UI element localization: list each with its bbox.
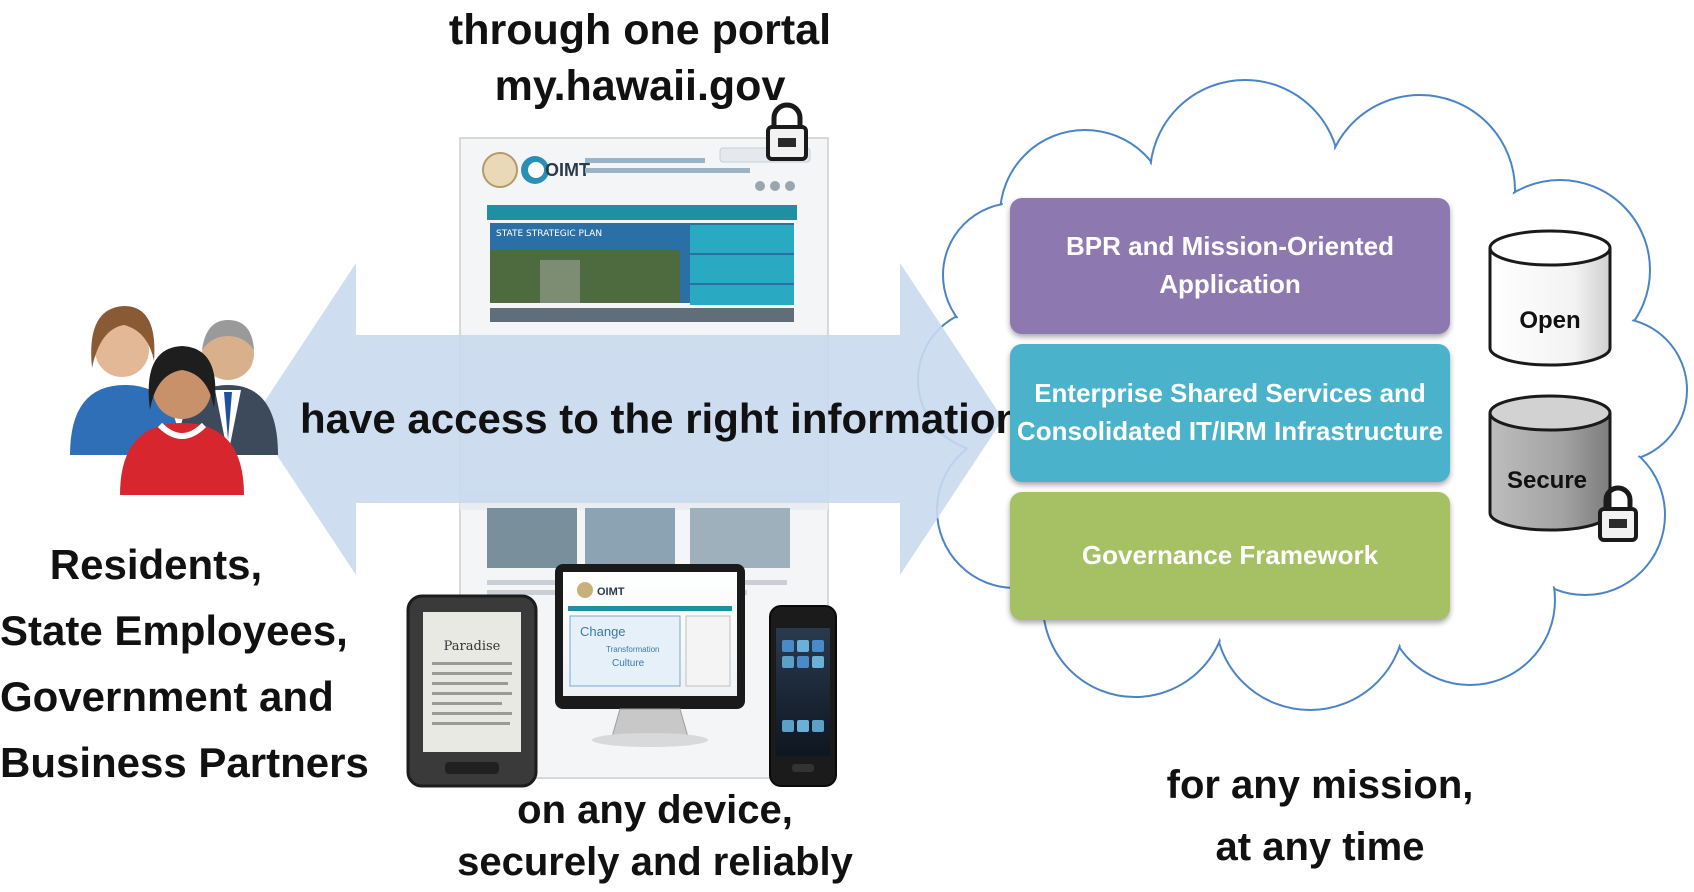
double-arrow xyxy=(253,263,1003,575)
people-caption-line1: Residents, xyxy=(49,541,263,588)
layer-shared-services: Enterprise Shared Services and Consolida… xyxy=(1010,344,1450,482)
device-caption: on any device, securely and reliably xyxy=(440,784,870,888)
ereader-title: Paradise xyxy=(444,639,501,654)
layer-bpr-line2: Application xyxy=(1159,269,1301,299)
portal-banner: STATE STRATEGIC PLAN xyxy=(496,229,602,239)
layer-bpr-line1: BPR and Mission-Oriented xyxy=(1066,231,1394,262)
monitor-word-2: Transformation xyxy=(606,645,660,654)
arrow-caption: have access to the right information xyxy=(300,395,1022,442)
monitor-word-1: Change xyxy=(580,624,626,639)
monitor-device: OIMT Change Transformation Culture xyxy=(555,564,745,747)
people-caption: Residents, State Employees, Government a… xyxy=(0,532,369,796)
secure-lock-icon xyxy=(1598,485,1638,542)
people-caption-line2: State Employees, xyxy=(0,607,348,654)
layer-shared-line1: Enterprise Shared Services and xyxy=(1034,378,1426,409)
secure-database-icon xyxy=(1488,394,1612,532)
portal-lock-icon xyxy=(766,102,808,161)
device-caption-line1: on any device, xyxy=(517,788,793,832)
layer-governance: Governance Framework xyxy=(1010,492,1450,620)
monitor-word-3: Culture xyxy=(612,658,645,669)
mission-caption: for any mission, at any time xyxy=(1130,754,1510,878)
device-caption-line2: securely and reliably xyxy=(457,840,853,884)
portal-caption-line1: through one portal xyxy=(448,6,832,54)
smartphone-device xyxy=(769,605,837,787)
layer-bpr-application: BPR and Mission-Oriented Application xyxy=(1010,198,1450,334)
people-caption-line4: Business Partners xyxy=(0,739,369,786)
layer-governance-line1: Governance Framework xyxy=(1081,540,1379,571)
portal-brand: OIMT xyxy=(545,160,590,180)
mission-caption-line2: at any time xyxy=(1215,825,1425,869)
monitor-brand: OIMT xyxy=(597,586,625,598)
portal-caption-url: my.hawaii.gov xyxy=(494,62,786,111)
ereader-device: Paradise xyxy=(406,594,538,788)
open-database-icon xyxy=(1488,229,1612,367)
open-database-label: Open xyxy=(1519,307,1580,334)
people-icon xyxy=(70,306,278,495)
layer-shared-line2: Consolidated IT/IRM Infrastructure xyxy=(1016,416,1444,446)
portal-caption: through one portal my.hawaii.gov xyxy=(420,6,860,110)
people-caption-line3: Government and xyxy=(0,673,334,720)
secure-database-label: Secure xyxy=(1507,467,1587,494)
mission-caption-line1: for any mission, xyxy=(1166,763,1474,807)
